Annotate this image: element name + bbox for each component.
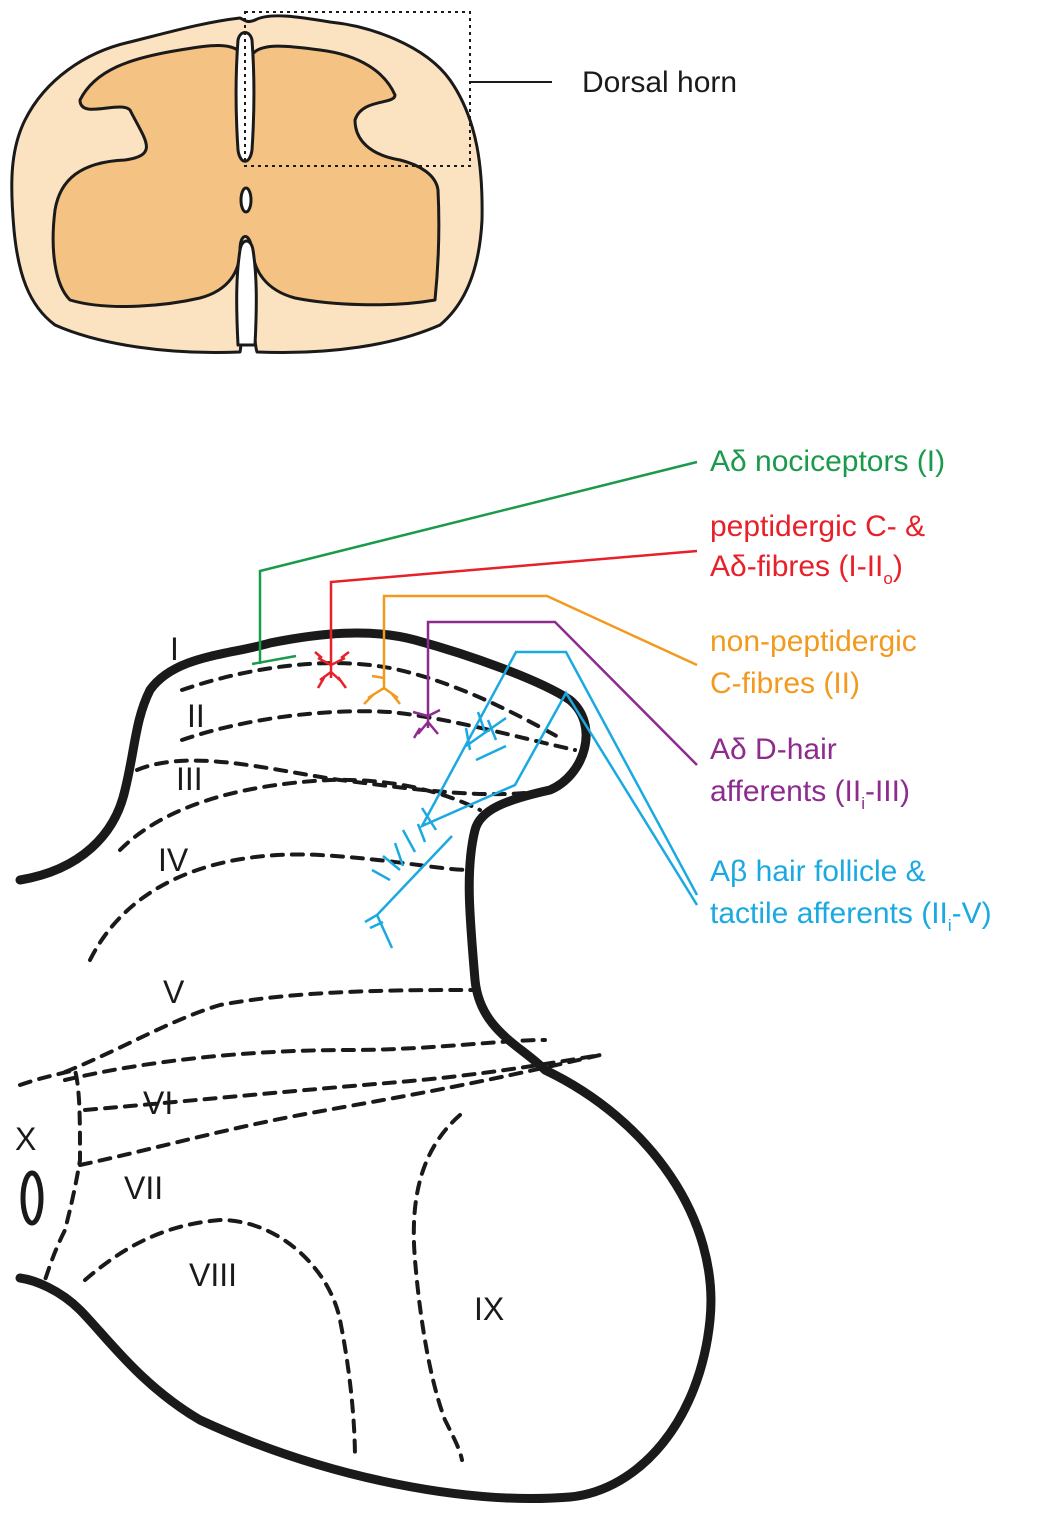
central-canal bbox=[241, 188, 251, 212]
a-beta-label-pre: tactile afferents (II bbox=[710, 897, 948, 930]
horn-outline bbox=[20, 633, 711, 1498]
d-hair-label-line2: afferents (IIi-III) bbox=[710, 775, 910, 813]
a-beta-fibre bbox=[365, 652, 697, 948]
a-beta-label-post: -V) bbox=[952, 897, 992, 930]
lamina-IX-label: IX bbox=[474, 1291, 504, 1327]
peptidergic-label-pre: Aδ-fibres (I-II bbox=[710, 550, 883, 583]
peptidergic-label-post: ) bbox=[893, 550, 903, 583]
lamina-VIII-label: VIII bbox=[189, 1257, 237, 1293]
d-hair-label-pre: afferents (II bbox=[710, 775, 861, 808]
a-delta-nociceptor-label: Aδ nociceptors (I) bbox=[710, 445, 945, 478]
cross-section bbox=[12, 16, 482, 353]
a-beta-label-line2: tactile afferents (IIi-V) bbox=[710, 897, 992, 935]
peptidergic-label-line2: Aδ-fibres (I-IIo) bbox=[710, 550, 903, 588]
lamina-X-label: X bbox=[15, 1121, 36, 1157]
lamina-II-label: II bbox=[187, 698, 205, 734]
peptidergic-label-line1: peptidergic C- & bbox=[710, 510, 925, 543]
lamina-VI-label: VI bbox=[143, 1085, 173, 1121]
central-canal-lower bbox=[23, 1173, 41, 1223]
non-peptidergic-label-line1: non-peptidergic bbox=[710, 625, 917, 658]
lamina-V-label: V bbox=[163, 974, 185, 1010]
lamina-III-label: III bbox=[176, 761, 203, 797]
ventral-fissure bbox=[237, 241, 257, 345]
dorsal-horn-label: Dorsal horn bbox=[582, 66, 737, 99]
lamina-IV-label: IV bbox=[158, 842, 189, 878]
non-peptidergic-label-line2: C-fibres (II) bbox=[710, 667, 860, 700]
non-peptidergic-fibre bbox=[364, 596, 697, 704]
d-hair-label-line1: Aδ D-hair bbox=[710, 733, 837, 766]
lamina-VII-label: VII bbox=[124, 1170, 163, 1206]
peptidergic-label-sub: o bbox=[883, 569, 892, 588]
a-beta-label-line1: Aβ hair follicle & bbox=[710, 855, 926, 888]
lamina-I-label: I bbox=[170, 631, 179, 667]
d-hair-label-post: -III) bbox=[865, 775, 910, 808]
